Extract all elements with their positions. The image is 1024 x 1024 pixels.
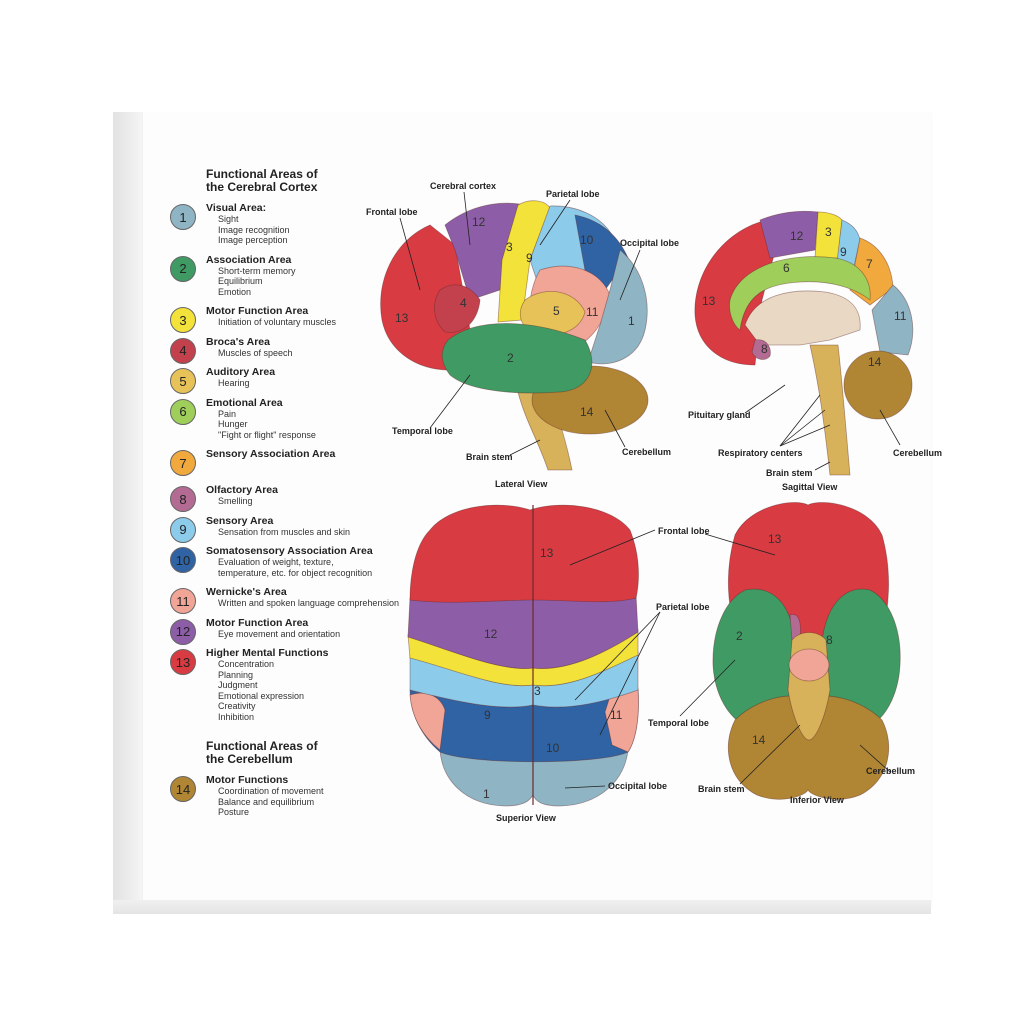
legend-item-description: Hunger [218, 419, 248, 429]
legend-panel: Functional Areas of the Cerebral Cortex 1… [170, 168, 400, 826]
legend-item-title: Motor Function Area [206, 616, 309, 629]
legend-item-description: Coordination of movement [218, 786, 324, 796]
legend-item-description: Image perception [218, 235, 288, 245]
legend-item-description: Eye movement and orientation [218, 628, 341, 639]
legend-item-title: Sensory Area [206, 514, 274, 527]
area-number-badge: 5 [170, 368, 196, 394]
legend-item-description: Emotion [218, 286, 252, 297]
legend-item-description: Creativity [218, 701, 256, 711]
legend-item-description: Concentration [218, 659, 275, 669]
legend-item-description: Sight [218, 214, 239, 224]
legend-item-description: Equilibrium [218, 276, 263, 286]
legend-item-description: Pain [218, 408, 237, 419]
legend-heading-cerebellum: Functional Areas of the Cerebellum [206, 739, 318, 766]
area-number-badge: 1 [170, 204, 196, 230]
legend-item-description: Written and spoken language comprehensio… [218, 598, 399, 608]
area-number-badge: 9 [170, 516, 196, 543]
legend-item-title: Broca's Area [206, 335, 270, 348]
legend-item-description: Judgment [218, 680, 258, 690]
legend-item-description: Hearing [218, 378, 250, 388]
area-number-badge: 12 [170, 618, 196, 645]
area-number-badge: 6 [170, 398, 196, 425]
legend-item-description: "Fight or flight" response [218, 429, 316, 440]
legend-item-7: 7 Sensory Association Area [170, 448, 400, 476]
legend-item-description: Image recognition [218, 224, 290, 235]
legend-item-title: Wernicke's Area [206, 586, 287, 598]
legend-item-description: Initiation of voluntary muscles [218, 317, 337, 327]
area-number-badge: 11 [170, 588, 196, 614]
canvas-bottom-edge [113, 900, 931, 914]
legend-item-description: Posture [218, 807, 250, 817]
area-number-badge: 7 [170, 450, 196, 476]
legend-item-description: Balance and equilibrium [218, 796, 315, 807]
area-number-badge: 8 [170, 486, 196, 512]
canvas-side-edge [113, 112, 143, 912]
legend-item-title: Sensory Association Area [206, 448, 336, 460]
area-number-badge: 4 [170, 337, 196, 364]
area-number-badge: 3 [170, 307, 196, 333]
legend-item-description: Smelling [218, 496, 253, 506]
legend-item-description: Evaluation of weight, texture, [218, 557, 334, 567]
legend-item-description: Emotional expression [218, 690, 305, 701]
legend-item-description: Muscles of speech [218, 347, 293, 358]
legend-item-title: Motor Function Area [206, 305, 309, 317]
legend-item-description: Inhibition [218, 711, 255, 722]
area-number-badge: 14 [170, 776, 196, 802]
legend-item-description: Short-term memory [218, 265, 296, 276]
legend-item-title: Olfactory Area [206, 484, 278, 496]
area-number-badge: 10 [170, 547, 196, 573]
legend-item-title: Emotional Area [206, 396, 283, 409]
legend-item-title: Association Area [206, 253, 292, 266]
legend-item-title: Somatosensory Association Area [206, 545, 373, 557]
area-number-badge: 13 [170, 649, 196, 675]
legend-item-description: Planning [218, 669, 254, 680]
legend-item-title: Visual Area: [206, 202, 267, 214]
legend-item-title: Higher Mental Functions [206, 647, 329, 659]
legend-item-description: Sensation from muscles and skin [218, 526, 351, 537]
legend-item-title: Auditory Area [206, 366, 276, 378]
legend-item-title: Motor Functions [206, 774, 289, 786]
legend-item-description: temperature, etc. for object recognition [218, 567, 373, 578]
legend-heading-cortex: Functional Areas of the Cerebral Cortex [206, 167, 318, 194]
area-number-badge: 2 [170, 255, 196, 282]
